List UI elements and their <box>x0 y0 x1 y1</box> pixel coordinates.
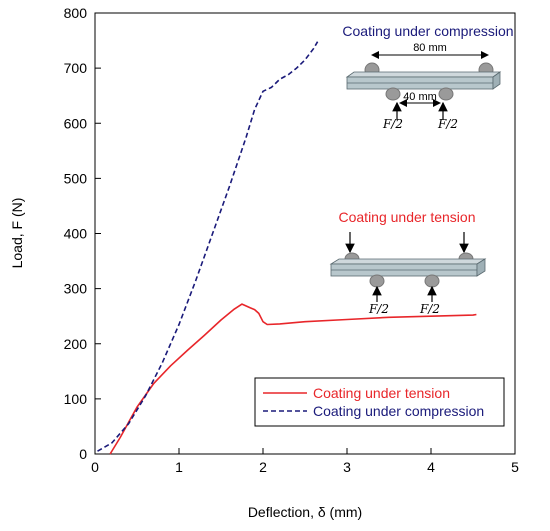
x-axis-label: Deflection, δ (mm) <box>248 504 362 520</box>
legend-label-tension: Coating under tension <box>313 385 450 401</box>
y-tick-label: 600 <box>64 115 88 131</box>
axis-ticks: 0 1 2 3 4 5 0 100 200 300 400 500 600 700 800 <box>64 5 519 475</box>
tension-bottom-support-left <box>369 274 385 288</box>
bottom-load-right <box>438 87 454 101</box>
tension-force-label-left: F/2 <box>368 302 389 316</box>
y-tick-label: 400 <box>64 226 88 242</box>
y-tick-label: 0 <box>79 446 87 462</box>
x-tick-label: 2 <box>259 459 267 475</box>
y-tick-label: 500 <box>64 170 88 186</box>
y-axis-label: Load, F (N) <box>9 198 25 269</box>
force-label-left: F/2 <box>382 117 403 131</box>
y-tick-label: 800 <box>64 5 88 21</box>
legend-label-compression: Coating under compression <box>313 403 484 419</box>
span-outer-label: 80 mm <box>413 42 447 54</box>
series-layer <box>97 41 477 455</box>
y-tick-label: 200 <box>64 336 88 352</box>
tension-inset: Coating under tension F/2 F/2 <box>329 209 487 316</box>
force-label-right: F/2 <box>437 117 458 131</box>
tension-bottom-support-right <box>424 274 440 288</box>
x-tick-label: 5 <box>511 459 519 475</box>
span-inner-label: 40 mm <box>403 91 437 103</box>
legend: Coating under tension Coating under comp… <box>254 377 505 427</box>
tension-force-label-right: F/2 <box>419 302 440 316</box>
x-tick-label: 0 <box>91 459 99 475</box>
series-line-tension <box>109 303 477 455</box>
x-tick-label: 1 <box>175 459 183 475</box>
series-line-compression <box>97 41 319 452</box>
bottom-load-left <box>385 87 401 101</box>
legend-box <box>254 377 505 427</box>
x-tick-label: 3 <box>343 459 351 475</box>
tension-inset-title: Coating under tension <box>339 209 476 225</box>
compression-beam-side <box>492 71 501 90</box>
y-tick-label: 100 <box>64 391 88 407</box>
compression-beam-top <box>345 71 502 78</box>
compression-inset-title: Coating under compression <box>342 23 513 39</box>
tension-beam-side <box>476 258 486 277</box>
x-tick-label: 4 <box>427 459 435 475</box>
y-tick-label: 700 <box>64 60 88 76</box>
compression-inset: Coating under compression 80 mm 40 mm F/… <box>342 23 513 131</box>
tension-beam-top <box>329 258 487 265</box>
y-tick-label: 300 <box>64 281 88 297</box>
